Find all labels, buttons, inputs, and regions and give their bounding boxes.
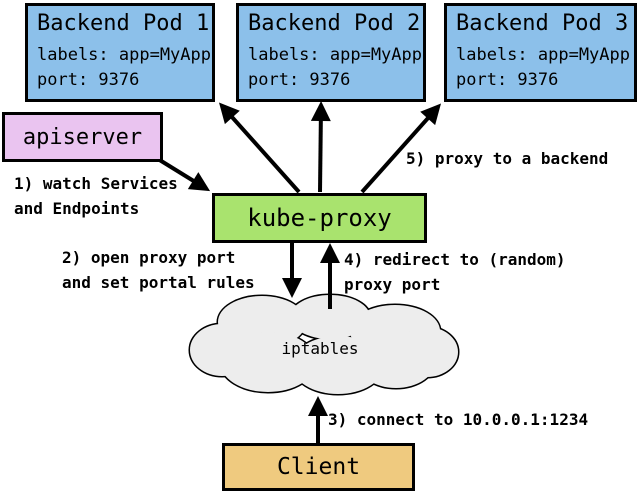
backend-pod-2-title: Backend Pod 2 xyxy=(248,11,421,36)
backend-pod-1-title: Backend Pod 1 xyxy=(37,11,210,36)
step-4-redirect-label: 4) redirect to (random) proxy port xyxy=(344,250,566,294)
iptables-cloud xyxy=(188,293,460,396)
backend-pod-2-labels: labels: app=MyApp xyxy=(248,45,422,65)
backend-pod-3-title: Backend Pod 3 xyxy=(456,11,629,36)
step-3-connect-label: 3) connect to 10.0.0.1:1234 xyxy=(328,410,589,429)
client-label: Client xyxy=(276,454,361,480)
apiserver-label: apiserver xyxy=(22,124,143,150)
iptables-label: iptables xyxy=(281,339,359,358)
arrow-kubeproxy-to-pod1 xyxy=(219,102,301,194)
arrow-kubeproxy-to-pod3 xyxy=(360,103,441,194)
apiserver-box: apiserver xyxy=(2,112,163,162)
backend-pod-1-labels: labels: app=MyApp xyxy=(37,45,211,65)
kube-proxy-box: kube-proxy xyxy=(212,193,427,243)
step-1-watch-services-label: 1) watch Services and Endpoints xyxy=(14,174,178,218)
backend-pod-2-port: port: 9376 xyxy=(248,70,351,90)
kube-proxy-label: kube-proxy xyxy=(247,204,392,232)
step-2-open-proxy-port-label: 2) open proxy port and set portal rules xyxy=(62,248,255,292)
backend-pod-1-box: Backend Pod 1 labels: app=MyApp port: 93… xyxy=(25,3,215,102)
backend-pod-3-box: Backend Pod 3 labels: app=MyApp port: 93… xyxy=(444,3,637,102)
backend-pod-3-labels: labels: app=MyApp xyxy=(456,45,630,65)
backend-pod-2-box: Backend Pod 2 labels: app=MyApp port: 93… xyxy=(236,3,426,102)
arrow-kubeproxy-to-pod2 xyxy=(310,101,331,193)
client-box: Client xyxy=(222,443,415,491)
arrow-apiserver-to-kubeproxy xyxy=(156,157,211,192)
backend-pod-1-port: port: 9376 xyxy=(37,70,140,90)
step-5-proxy-backend-label: 5) proxy to a backend xyxy=(406,149,609,168)
backend-pod-3-port: port: 9376 xyxy=(456,70,559,90)
